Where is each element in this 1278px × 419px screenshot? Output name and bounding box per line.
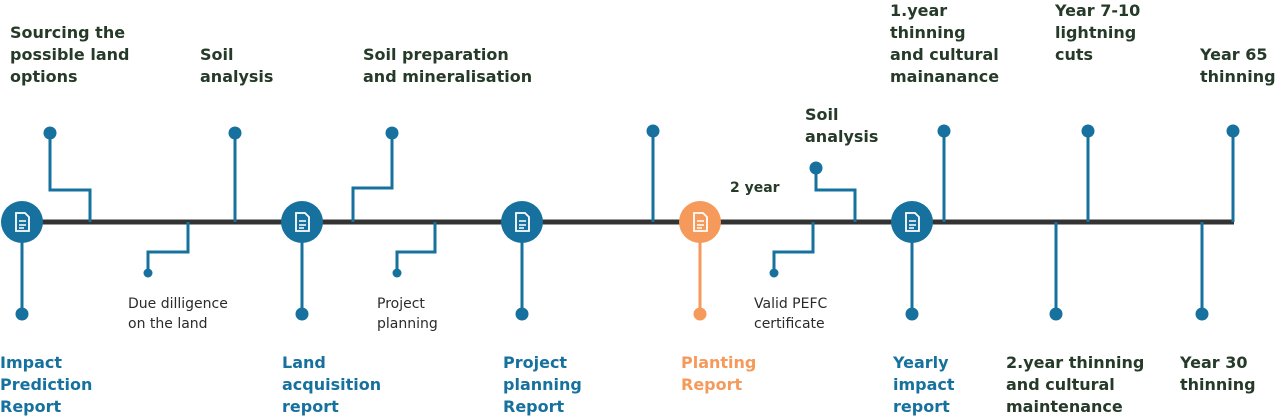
label-due-diligence: Due dilligence on the land xyxy=(128,296,228,332)
dot-icon xyxy=(392,268,402,278)
document-icon xyxy=(281,201,323,243)
document-icon xyxy=(679,201,721,243)
label-year65: Year 65 thinning xyxy=(1200,45,1276,86)
document-icon xyxy=(1,201,43,243)
connector-sourcing xyxy=(48,133,92,222)
connector-pefc xyxy=(772,222,815,273)
document-icon xyxy=(891,201,933,243)
connector-due-diligence xyxy=(146,222,190,273)
lower-connectors xyxy=(146,222,1204,314)
connector-project-planning xyxy=(395,222,437,273)
connector-soil-prep xyxy=(351,133,394,222)
label-yearly-impact-report: Yearly impact report xyxy=(893,353,955,416)
dot-icon xyxy=(646,124,660,138)
connector-soil-analysis-2 xyxy=(814,168,857,222)
dot-icon xyxy=(143,268,153,278)
label-planting-report: Planting Report xyxy=(681,353,757,394)
dot-icon xyxy=(43,126,57,140)
label-year7-10: Year 7-10 lightning cuts xyxy=(1055,1,1141,64)
label-project-planning: Project planning xyxy=(377,296,438,332)
pin-dots xyxy=(15,124,1240,321)
dot-icon xyxy=(1226,124,1240,138)
dot-icon xyxy=(937,124,951,138)
dot-icon xyxy=(228,126,242,140)
label-pefc: Valid PEFC certificate xyxy=(754,296,828,332)
label-soil-analysis-1: Soil analysis xyxy=(200,45,274,86)
upper-connectors xyxy=(48,131,1235,222)
dot-icon xyxy=(1081,124,1095,138)
label-two-year: 2 year xyxy=(730,180,780,196)
label-year30: Year 30 thinning xyxy=(1180,353,1256,394)
label-impact-prediction-report: Impact Prediction Report xyxy=(0,353,93,416)
dot-icon xyxy=(15,307,29,321)
document-icon xyxy=(501,201,543,243)
dot-icon xyxy=(515,307,529,321)
label-year1-thinning: 1.year thinning and cultural mainanance xyxy=(890,1,1000,86)
label-land-acquisition-report: Land acquisition report xyxy=(282,353,382,416)
label-soil-preparation: Soil preparation and mineralisation xyxy=(363,45,533,86)
dot-icon xyxy=(1195,307,1209,321)
label-sourcing: Sourcing the possible land options xyxy=(10,23,130,86)
label-soil-analysis-2: Soil analysis xyxy=(805,105,879,146)
dot-icon xyxy=(905,307,919,321)
dot-icon xyxy=(769,268,779,278)
dot-icon xyxy=(809,161,823,175)
report-badges xyxy=(1,201,933,243)
label-project-planning-report: Project planning Report xyxy=(503,353,582,416)
dot-icon xyxy=(385,126,399,140)
dot-icon xyxy=(1049,307,1063,321)
label-year2-thinning: 2.year thinning and cultural maintenance xyxy=(1006,353,1145,416)
dot-icon xyxy=(693,307,707,321)
dot-icon xyxy=(295,307,309,321)
